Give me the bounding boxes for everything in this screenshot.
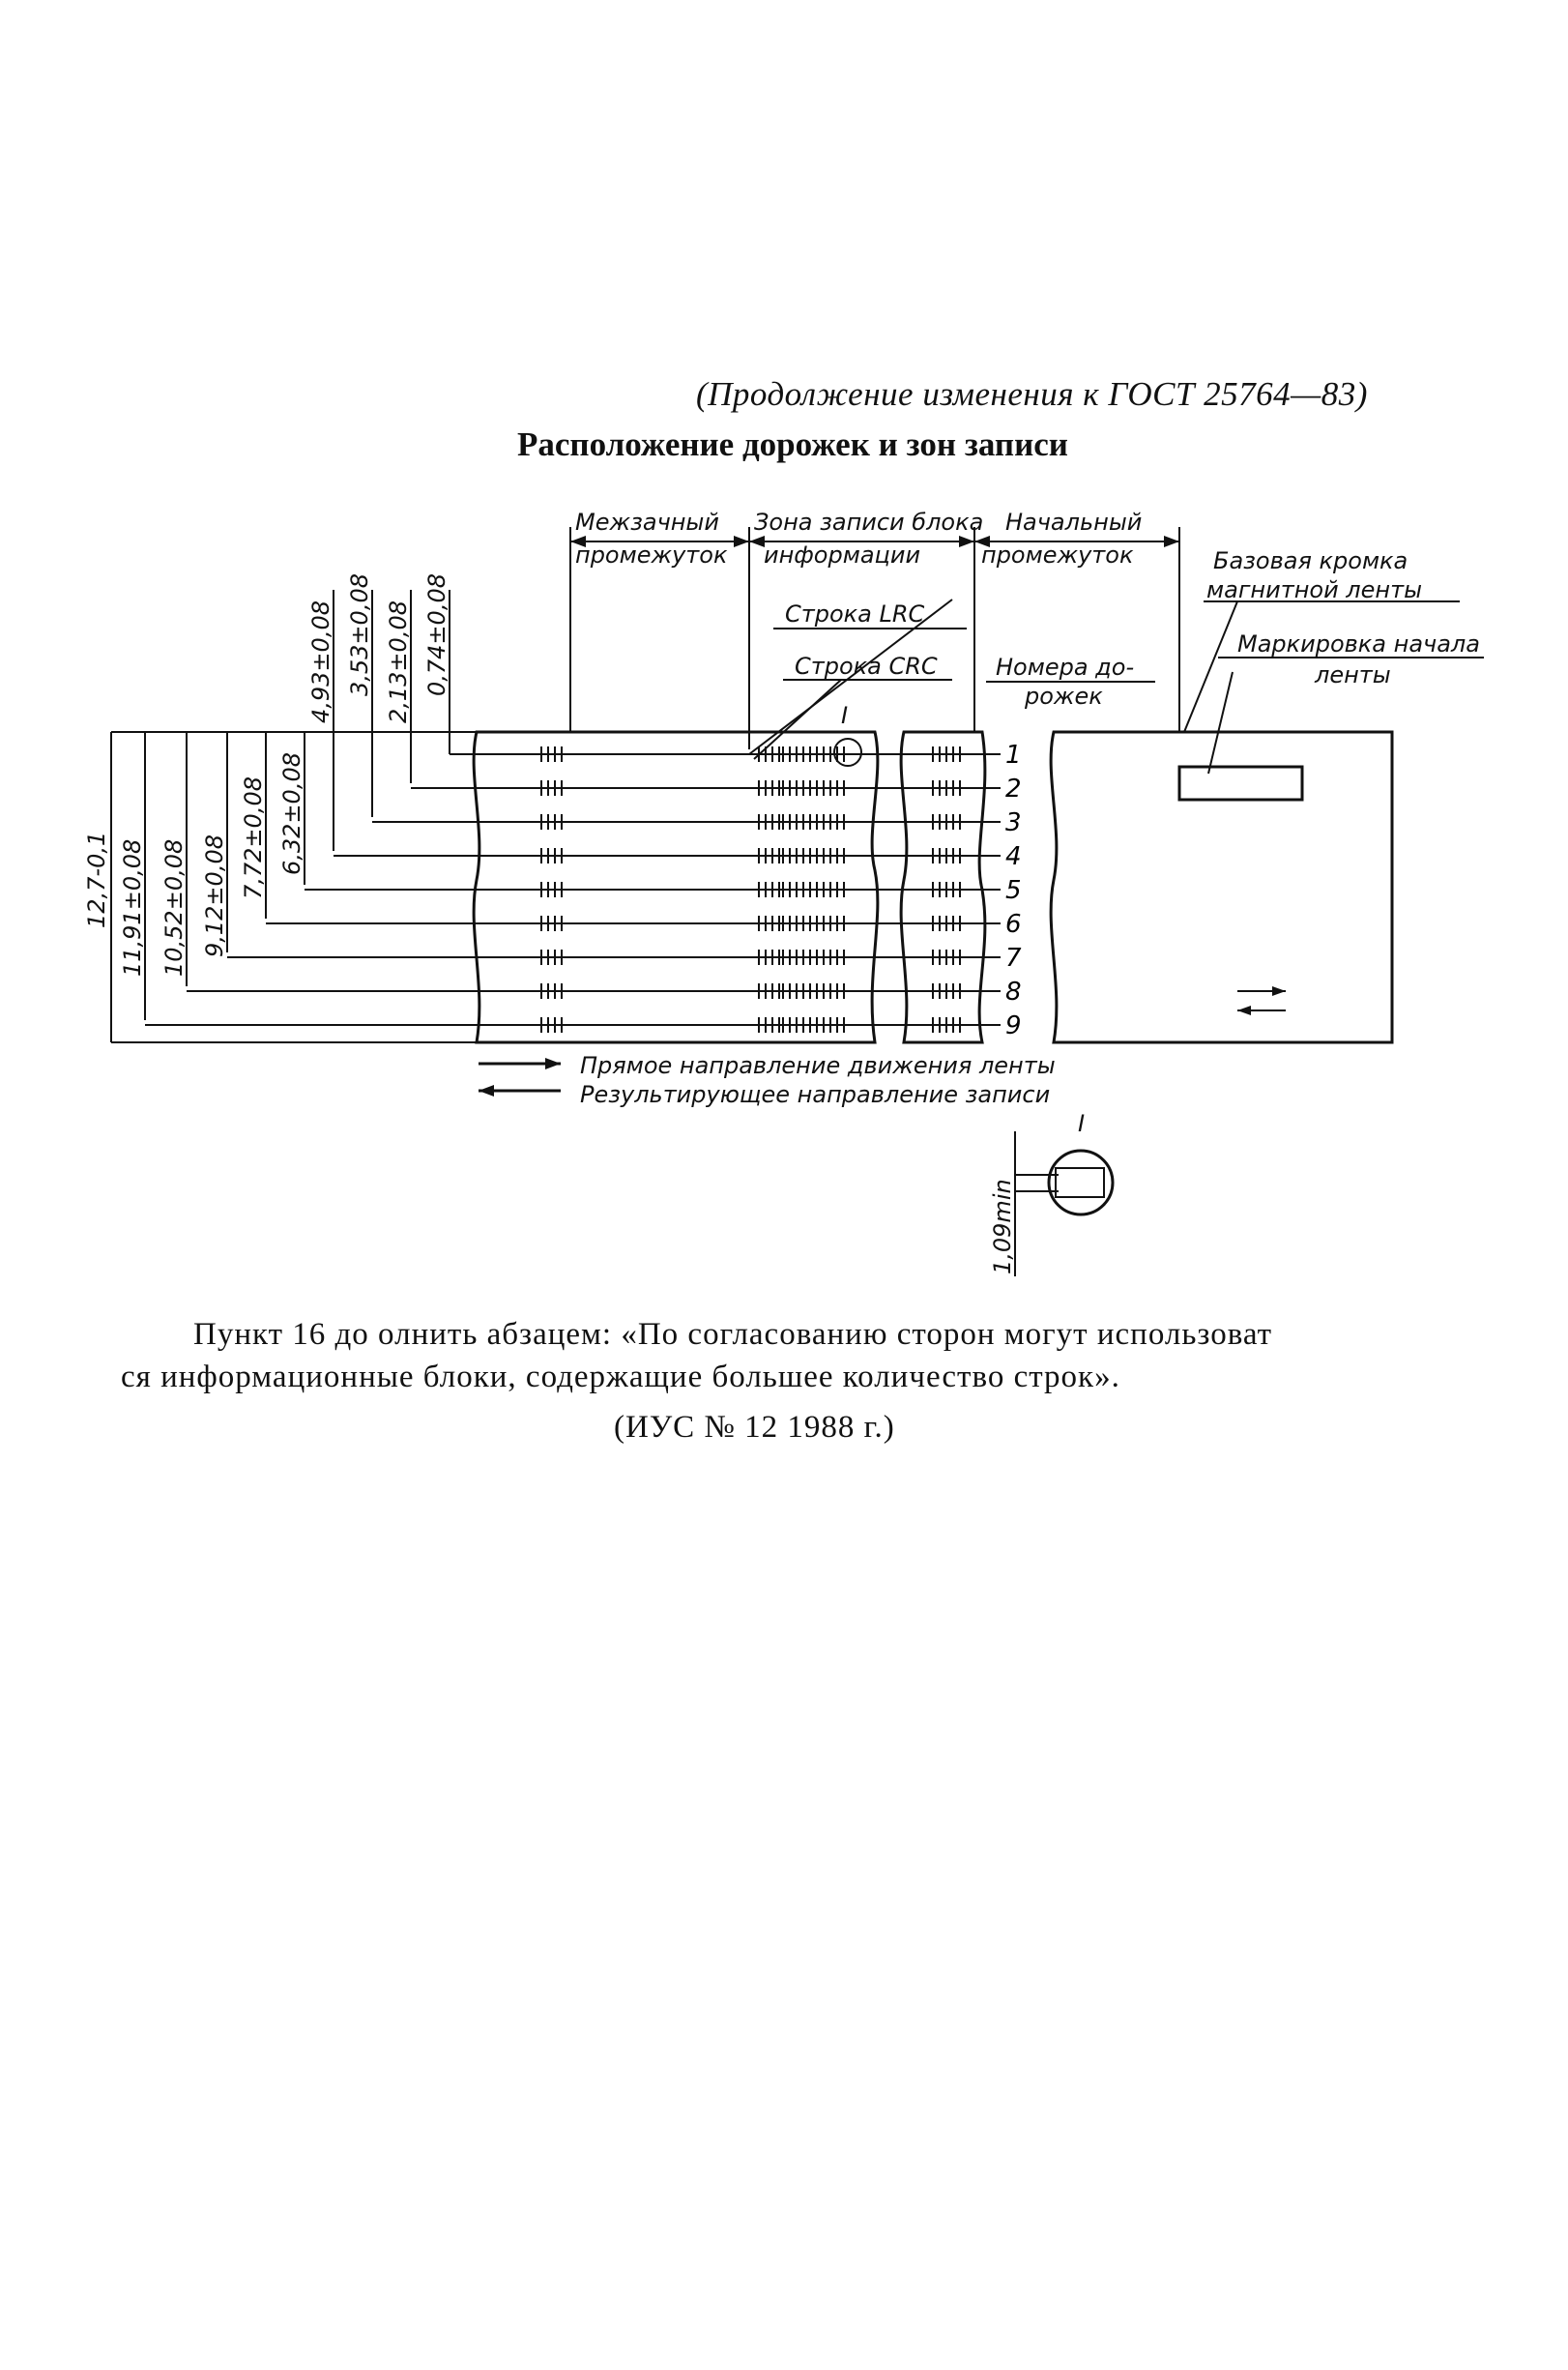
track-number: 3 (1005, 808, 1022, 837)
dimension-label: 4,93±0,08 (307, 600, 334, 723)
top-dimensions: 4,93±0,08 3,53±0,08 2,13±0,08 0,74±0,08 (307, 573, 450, 723)
tape-segment-right (1049, 730, 1394, 1044)
lrc-label: Строка LRC (785, 600, 925, 628)
zone-label-block-2: информации (764, 541, 920, 569)
legend-forward: Прямое направление движения ленты (580, 1052, 1056, 1079)
dimension-label: 11,91±0,08 (119, 839, 146, 977)
track-number: 8 (1005, 978, 1022, 1007)
crc-label: Строка CRC (795, 653, 938, 680)
track-number: 6 (1005, 910, 1022, 939)
detail-i-mark: I (1078, 1110, 1085, 1137)
track-number: 5 (1005, 876, 1022, 905)
continuation-header: (Продолжение изменения к ГОСТ 25764—83) (696, 375, 1368, 413)
start-marker (1177, 765, 1304, 802)
track-number: 2 (1005, 775, 1022, 804)
marker-label-2: ленты (1314, 661, 1391, 688)
figure-title: Расположение дорожек и зон записи (517, 425, 1068, 463)
dimension-label: 10,52±0,08 (160, 839, 188, 977)
dimension-label: 7,72±0,08 (240, 776, 267, 899)
track-number: 9 (1005, 1011, 1022, 1040)
detail-mark-crc: I (841, 702, 848, 729)
source-reference: (ИУС № 12 1988 г.) (614, 1410, 895, 1445)
dimension-label: 6,32±0,08 (278, 752, 305, 875)
tape-track-diagram: 1 2 3 4 5 6 7 8 9 Межзачный промежуток Зона запи… (83, 509, 1484, 1276)
detail-dim: 1,09min (989, 1179, 1016, 1274)
zone-label-initial-2: промежуток (981, 541, 1134, 569)
track-number: 1 (1005, 741, 1022, 770)
left-dimensions: 12,7-0,1 11,91±0,08 10,52±0,08 9,12±0,08 7,7… (83, 752, 305, 977)
zone-label-interblock-1: Межзачный (575, 509, 719, 536)
dimension-label: 0,74±0,08 (423, 573, 450, 696)
track-number: 4 (1005, 842, 1022, 871)
base-edge-label-1: Базовая кромка (1213, 547, 1408, 574)
dimension-label: 2,13±0,08 (385, 600, 412, 723)
dimension-label: 12,7-0,1 (83, 832, 110, 928)
zone-label-block-1: Зона записи блока (754, 509, 983, 536)
zone-label-interblock-2: промежуток (575, 541, 728, 569)
marker-label-1: Маркировка начала (1237, 630, 1480, 658)
detail-i-circle (1047, 1149, 1115, 1216)
paragraph-line-1: Пункт 16 до олнить абзацем: «По согласов… (193, 1317, 1273, 1352)
track-numbers-label-2: рожек (1024, 683, 1103, 710)
crc-detail-circle (833, 738, 862, 767)
paragraph-line-2: ся информационные блоки, содержащие боль… (121, 1360, 1120, 1394)
zone-label-initial-1: Начальный (1005, 509, 1142, 536)
dimension-label: 9,12±0,08 (201, 834, 228, 957)
tape-segment-left (472, 730, 880, 1044)
track-numbers-label-1: Номера до- (996, 654, 1134, 681)
legend-resulting: Результирующее направление записи (580, 1081, 1050, 1108)
dimension-label: 3,53±0,08 (346, 573, 373, 696)
track-number: 7 (1005, 944, 1022, 973)
tape-segment-middle (899, 730, 987, 1044)
track-lines: 1 2 3 4 5 6 7 8 9 (145, 741, 1022, 1040)
base-edge-label-2: магнитной ленты (1206, 576, 1422, 603)
